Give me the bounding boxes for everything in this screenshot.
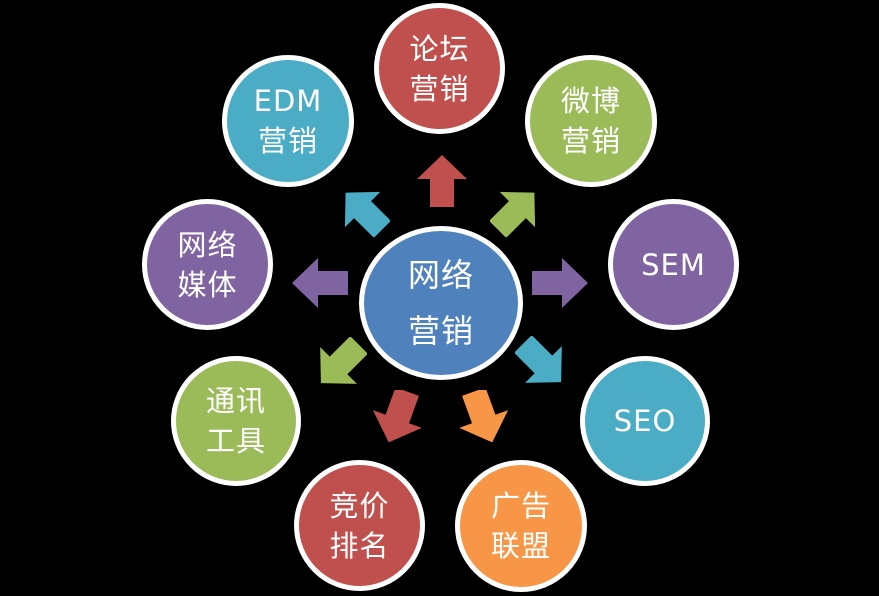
node-bidding-label: 竞价 排名 xyxy=(329,488,390,563)
node-network-media: 网络 媒体 xyxy=(142,199,273,330)
node-forum-marketing: 论坛 营销 xyxy=(374,3,505,134)
node-weibo-label: 微博 营销 xyxy=(560,84,621,158)
arrow-to-forum xyxy=(417,155,467,207)
node-ad-alliance: 广告 联盟 xyxy=(455,460,587,592)
node-seo: SEO xyxy=(580,356,710,486)
arrow-to-edm xyxy=(344,191,390,237)
node-im-tools: 通讯 工具 xyxy=(171,356,301,486)
arrow-to-bidding xyxy=(372,390,422,443)
arrow-to-sem xyxy=(532,258,588,308)
node-media-label: 网络 媒体 xyxy=(177,227,238,302)
arrow-to-im xyxy=(320,337,367,384)
node-sem-label: SEM xyxy=(641,247,706,282)
node-sem: SEM xyxy=(608,199,739,330)
node-im-label: 通讯 工具 xyxy=(205,384,266,458)
arrow-to-ads xyxy=(459,390,509,443)
node-seo-label: SEO xyxy=(613,404,677,438)
arrow-to-seo xyxy=(515,336,562,383)
center-node-network-marketing: 网络 营销 xyxy=(359,226,523,380)
node-edm-marketing: EDM 营销 xyxy=(222,55,354,187)
arrow-to-weibo xyxy=(490,191,536,237)
arrow-to-media xyxy=(292,258,348,308)
node-weibo-marketing: 微博 营销 xyxy=(525,55,657,187)
node-edm-label: EDM 营销 xyxy=(253,84,323,158)
center-node-label: 网络 营销 xyxy=(407,256,474,350)
node-ads-label: 广告 联盟 xyxy=(490,489,551,563)
node-bidding-ranking: 竞价 排名 xyxy=(294,460,425,591)
node-forum-label: 论坛 营销 xyxy=(409,31,470,106)
